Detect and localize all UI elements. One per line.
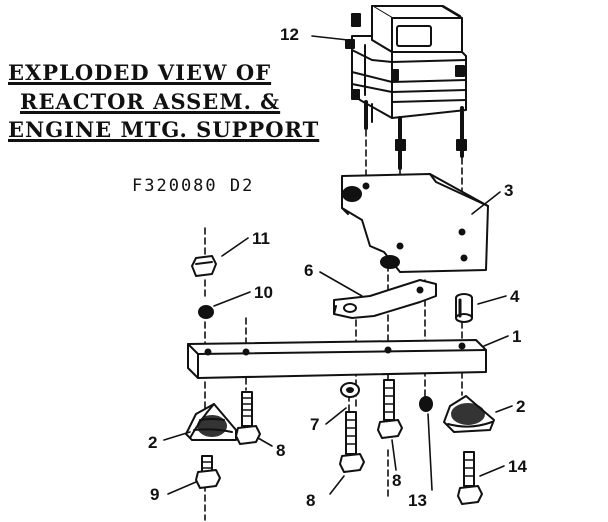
title-line-3: ENGINE MTG. SUPPORT — [8, 117, 320, 142]
ball-13 — [419, 396, 433, 412]
callout-8-middle: 8 — [306, 491, 315, 510]
leader-lines — [163, 35, 513, 495]
callout-7: 7 — [310, 415, 319, 434]
bolt-8-upper-left — [235, 391, 261, 445]
link-arm — [333, 279, 437, 319]
callout-8-upper-left: 8 — [276, 441, 285, 460]
bracket-plate — [341, 173, 489, 273]
lockwasher-10 — [198, 305, 214, 319]
mount-left — [185, 403, 237, 441]
callout-8-right: 8 — [392, 471, 401, 490]
drawing-code: F320080 D2 — [132, 176, 255, 196]
reactor-assembly — [345, 5, 467, 170]
callout-11: 11 — [252, 229, 270, 248]
callout-1: 1 — [512, 327, 521, 346]
callout-12: 12 — [280, 25, 299, 44]
callout-14: 14 — [508, 457, 527, 476]
callout-10: 10 — [254, 283, 273, 302]
callout-6: 6 — [304, 261, 313, 280]
washer-7 — [340, 382, 360, 398]
bolt-9 — [195, 455, 221, 489]
callout-2-left: 2 — [148, 433, 157, 452]
support-bar — [187, 339, 487, 379]
bushing — [455, 293, 473, 323]
bolt-8-middle — [339, 411, 365, 473]
nut-11 — [191, 255, 217, 277]
callout-2-right: 2 — [516, 397, 525, 416]
mount-right — [443, 395, 495, 433]
bolt-14 — [457, 451, 483, 505]
callout-numbers: 12 3 11 6 10 4 1 2 2 7 8 8 8 9 13 14 — [148, 25, 527, 510]
callout-13: 13 — [408, 491, 427, 510]
callout-4: 4 — [510, 287, 520, 306]
callout-3: 3 — [504, 181, 513, 200]
callout-9: 9 — [150, 485, 159, 504]
title-line-2: REACTOR ASSEM. & — [20, 89, 281, 114]
title-line-1: EXPLODED VIEW OF — [8, 60, 272, 85]
bolt-8-right — [377, 379, 403, 439]
